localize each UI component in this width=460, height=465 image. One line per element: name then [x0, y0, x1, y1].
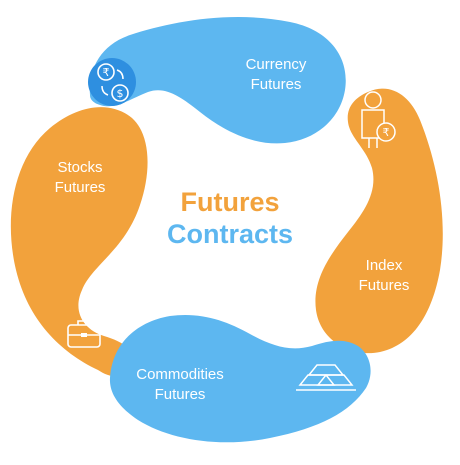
label-index: Index Futures [359, 256, 410, 296]
briefcase-icon [67, 320, 101, 348]
gold-bars-icon [296, 364, 356, 391]
label-stocks-line2: Futures [54, 179, 106, 196]
svg-text:$: $ [117, 87, 124, 100]
svg-text:₹: ₹ [383, 126, 390, 139]
label-commodities-line2: Futures [154, 386, 206, 403]
label-commodities: Commodities Futures [136, 365, 224, 405]
label-currency-line2: Futures [250, 76, 302, 93]
investor-rupee-icon: ₹ [361, 91, 396, 148]
label-currency: Currency Futures [246, 55, 307, 95]
label-currency-line1: Currency [245, 56, 307, 73]
segment-index [315, 88, 443, 354]
center-title-line1: Futures [180, 187, 280, 217]
segment-stocks [10, 107, 148, 377]
label-commodities-line1: Commodities [136, 366, 224, 383]
segment-commodities [109, 314, 371, 443]
label-stocks: Stocks Futures [55, 158, 106, 198]
center-title: Futures Contracts [167, 186, 293, 250]
svg-text:₹: ₹ [103, 66, 110, 79]
label-index-line2: Futures [358, 277, 410, 294]
segment-currency [89, 17, 346, 144]
center-title-line2: Contracts [166, 219, 294, 249]
label-index-line1: Index [365, 257, 403, 274]
label-stocks-line1: Stocks [57, 159, 103, 176]
currency-exchange-icon: ₹ $ [88, 58, 136, 106]
